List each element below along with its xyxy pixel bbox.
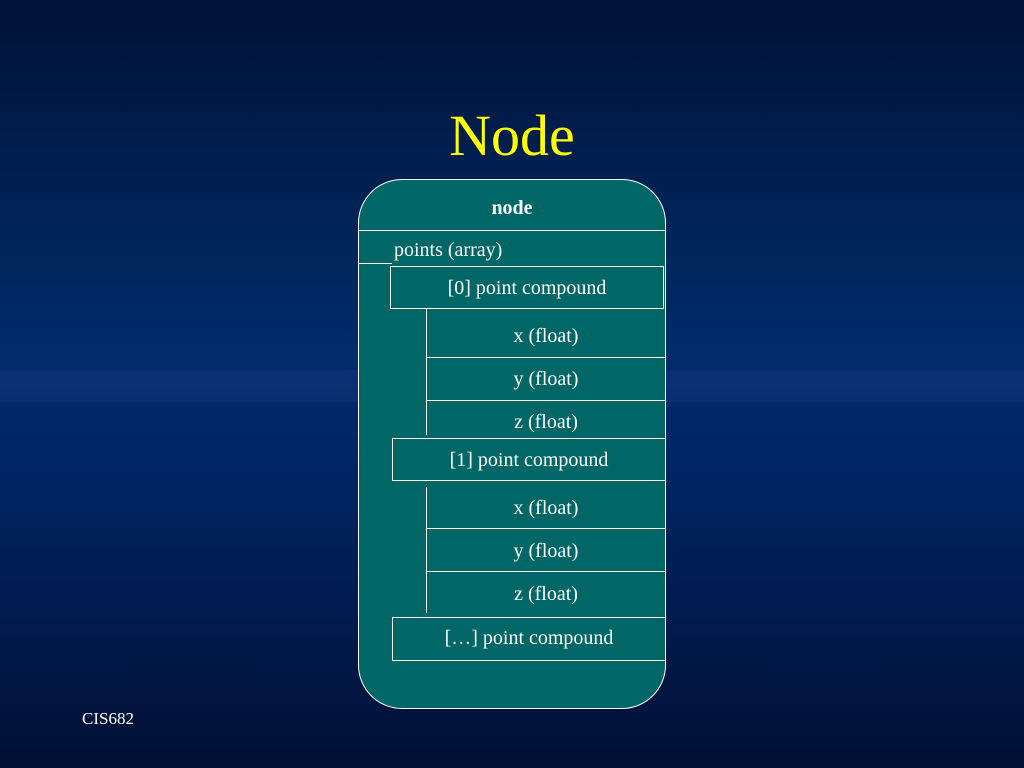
field-divider-0-a [427, 357, 665, 358]
compound-label-1: [1] point compound [449, 449, 609, 471]
field-divider-1-a [427, 528, 665, 529]
compound-label-0: [0] point compound [447, 277, 607, 299]
field-0-z: z (float) [514, 411, 578, 433]
field-1-y: y (float) [513, 540, 579, 562]
slide-title: Node [449, 103, 575, 168]
field-0-y: y (float) [513, 368, 579, 390]
node-container [358, 179, 666, 709]
array-label: points (array) [394, 239, 503, 261]
header-divider [359, 230, 665, 231]
compound-box-more: […] point compound [392, 617, 666, 661]
field-0-x: x (float) [513, 325, 579, 347]
node-header: node [491, 197, 533, 219]
field-1-x: x (float) [513, 497, 579, 519]
compound-label-more: […] point compound [444, 627, 614, 649]
compound-box-0: [0] point compound [390, 266, 664, 309]
array-divider [359, 263, 392, 264]
field-divider-0-b [427, 400, 665, 401]
compound-box-1: [1] point compound [392, 438, 666, 481]
field-divider-1-b [427, 571, 665, 572]
field-1-z: z (float) [514, 583, 578, 605]
slide-footer: CIS682 [82, 709, 134, 728]
compound-0-connector [426, 309, 427, 435]
compound-1-connector [426, 487, 427, 613]
